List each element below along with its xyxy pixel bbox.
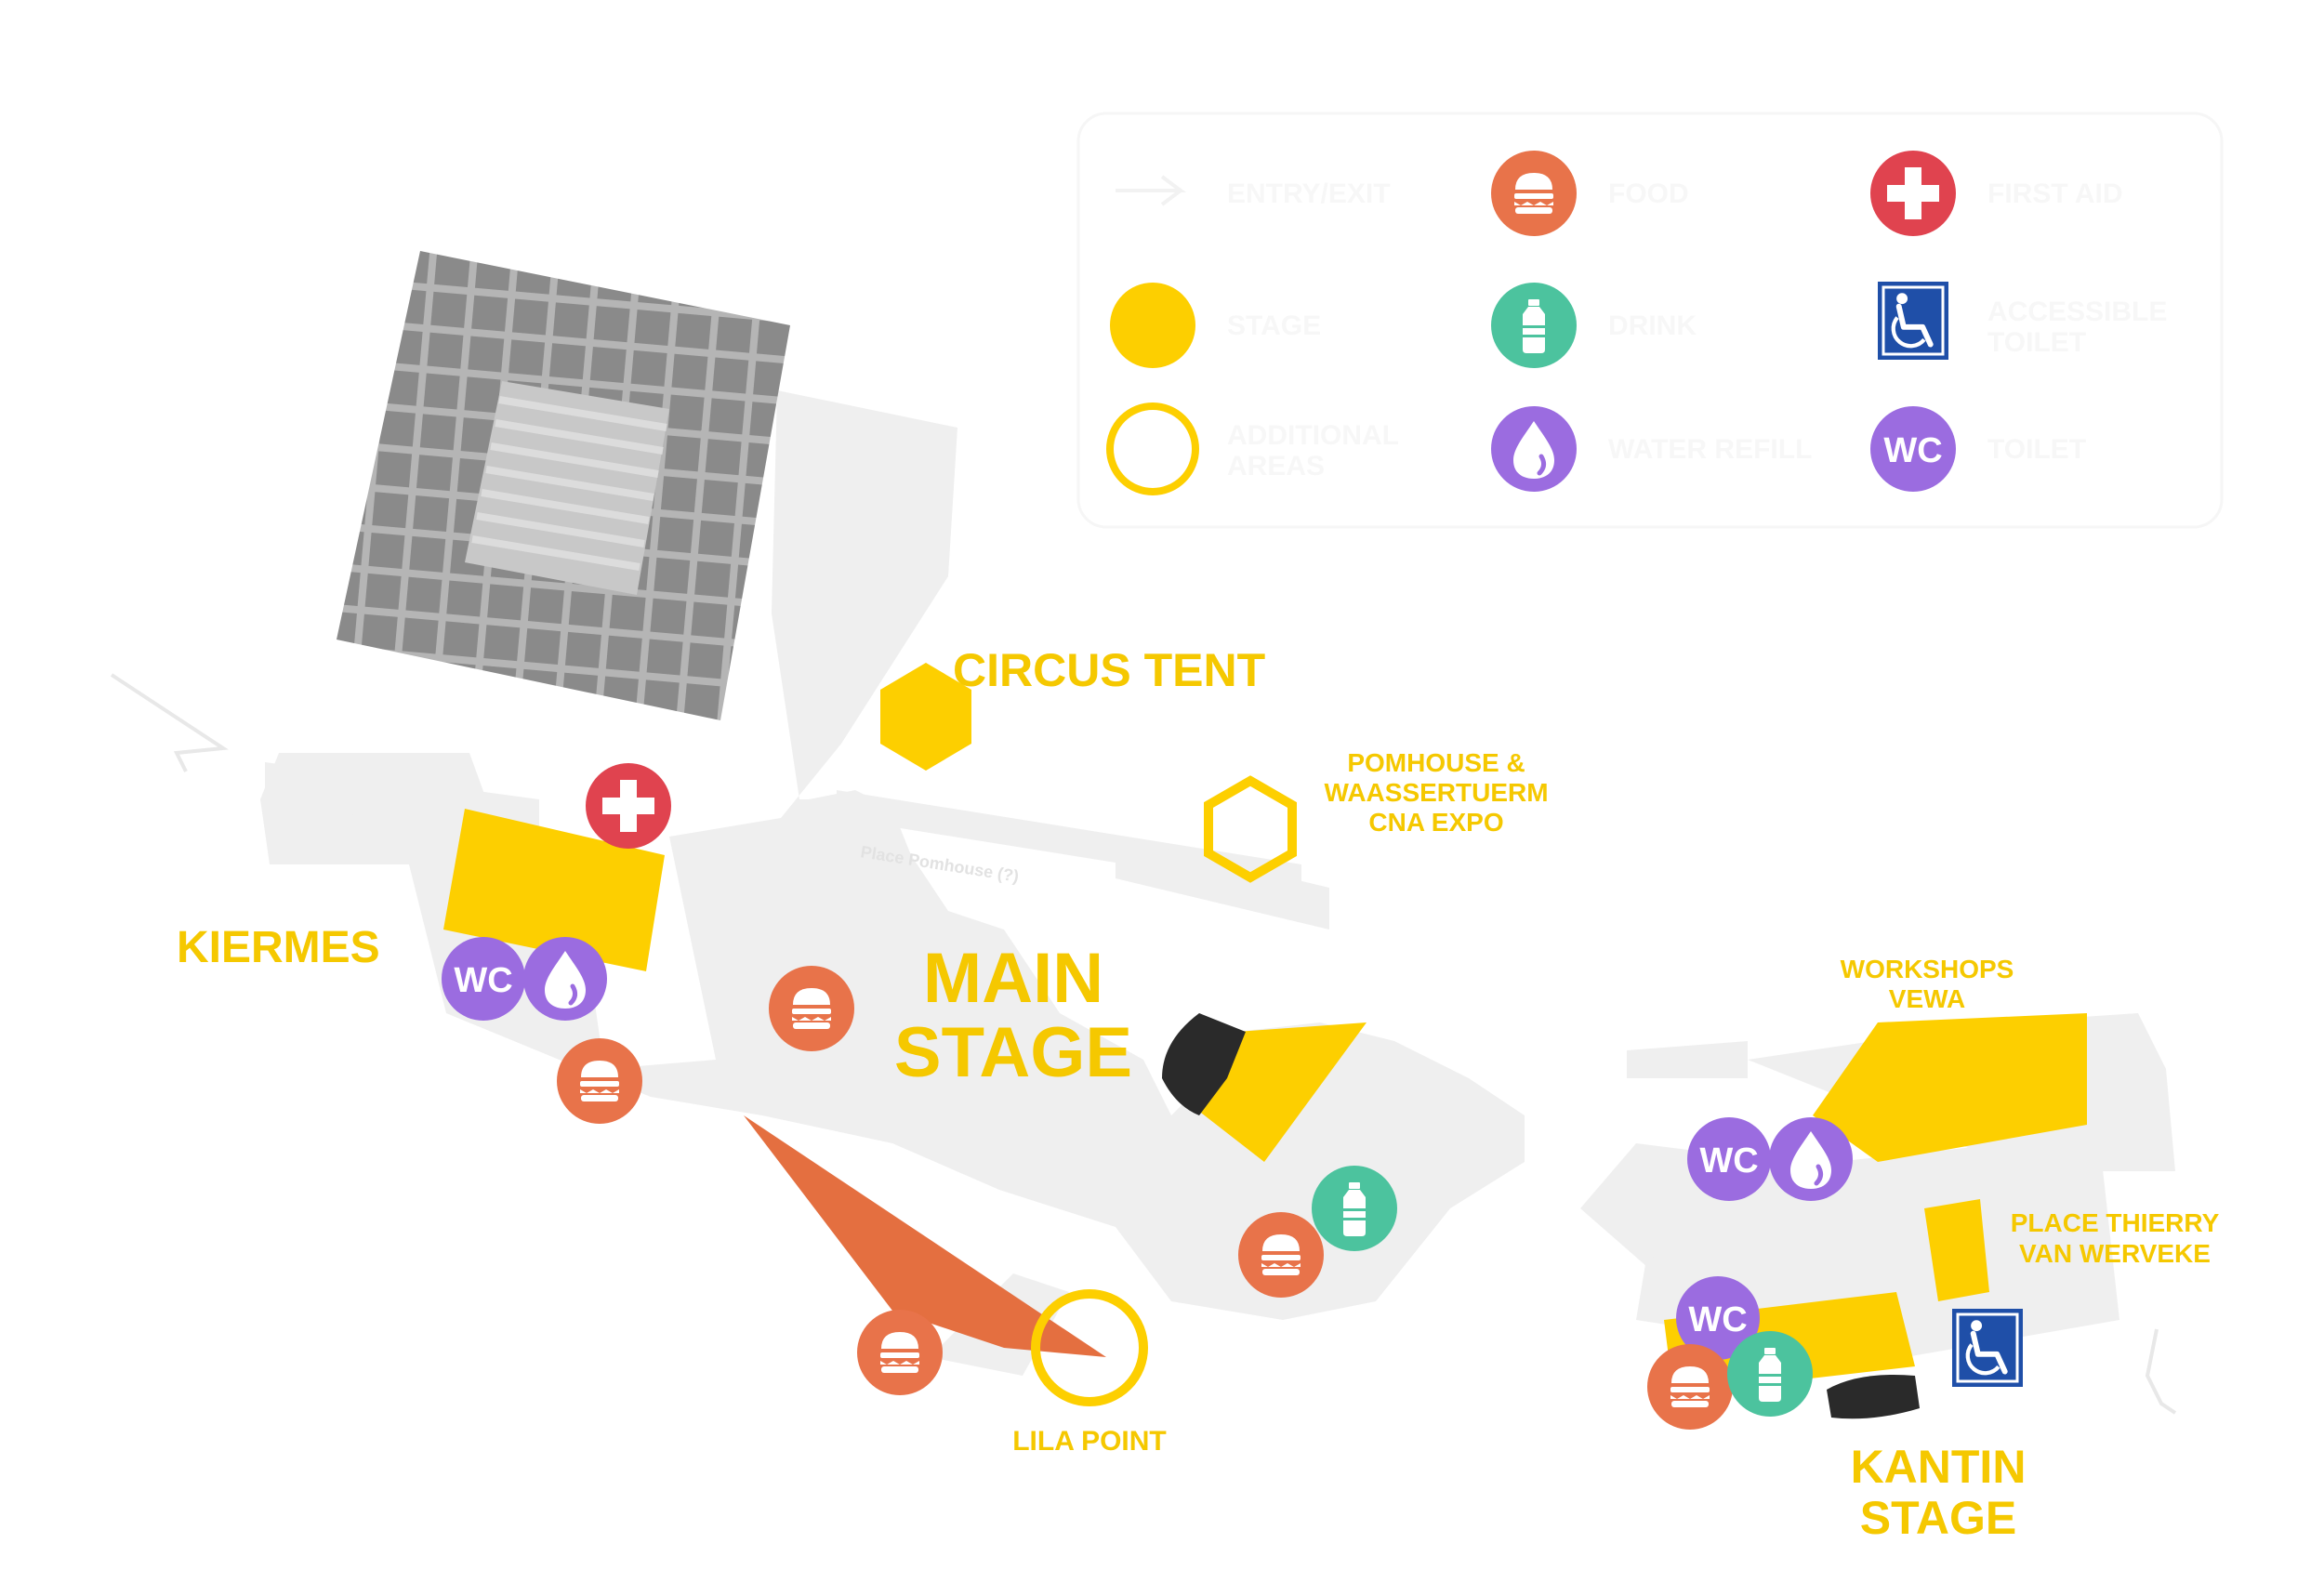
entry-arrow-east — [2145, 1328, 2177, 1415]
pomhouse-marker — [1204, 775, 1297, 883]
building-roof-stripes — [471, 396, 667, 571]
kantin-stage-structure — [1827, 1375, 1920, 1419]
legend-entry-icon — [1116, 175, 1186, 206]
food-central — [1238, 1212, 1324, 1298]
place-thierry-area — [1924, 1199, 1989, 1301]
kantin-label-line1: KANTIN — [1851, 1441, 2027, 1493]
legend-toilet-icon-text: WC — [1883, 431, 1942, 470]
legend: ENTRY/EXIT FOOD FIRST AID STAGE DRINK AC… — [1076, 112, 2224, 529]
food-lila — [857, 1310, 943, 1395]
toilet-kiermes-text: WC — [454, 961, 512, 1000]
legend-food-label: FOOD — [1608, 178, 1689, 209]
workshops-label-line2: VEWA — [1889, 984, 1965, 1013]
legend-first-aid-label: FIRST AID — [1987, 178, 2123, 209]
legend-water-refill-label: WATER REFILL — [1608, 434, 1812, 465]
legend-accessible-label-line1: ACCESSIBLE — [1987, 297, 2167, 327]
toilet-workshops-text: WC — [1699, 1141, 1758, 1181]
legend-drink-label: DRINK — [1608, 310, 1697, 341]
legend-water-refill-icon — [1491, 406, 1577, 492]
legend-additional-label-line1: ADDITIONAL — [1227, 420, 1399, 451]
food-kiermes — [557, 1038, 642, 1124]
legend-stage-label: STAGE — [1227, 310, 1321, 341]
accessible-toilet-kantin — [1952, 1309, 2023, 1387]
drink-central — [1312, 1166, 1397, 1251]
legend-additional-areas-icon — [1106, 402, 1199, 495]
circus-tent-label: CIRCUS TENT — [953, 644, 1265, 696]
place-label-line1: PLACE THIERRY — [2011, 1208, 2220, 1237]
entry-arrow-west — [110, 673, 229, 772]
water-refill-kiermes — [523, 937, 607, 1021]
toilet-kantin-text: WC — [1688, 1300, 1747, 1339]
toilet-workshops: WC — [1687, 1117, 1771, 1201]
legend-stage-icon — [1110, 283, 1195, 368]
legend-additional-label-line2: AREAS — [1227, 451, 1325, 481]
pomhouse-label-line3: CNA EXPO — [1368, 808, 1503, 837]
legend-toilet-label: TOILET — [1987, 434, 2086, 465]
lila-point-marker — [1031, 1289, 1148, 1406]
kiermes-label: KIERMES — [177, 923, 380, 972]
toilet-kiermes: WC — [442, 937, 525, 1021]
first-aid-kiermes — [586, 763, 671, 849]
workshops-area — [1813, 1013, 2087, 1162]
legend-entry-label: ENTRY/EXIT — [1227, 178, 1391, 209]
food-main-path — [769, 966, 854, 1051]
food-kantin — [1647, 1344, 1733, 1430]
circus-tent-marker — [880, 663, 971, 771]
lila-point-label: LILA POINT — [1012, 1426, 1167, 1457]
kantin-label-line2: STAGE — [1860, 1492, 2017, 1544]
toilet-kantin: WC — [1676, 1276, 1760, 1360]
legend-first-aid-icon — [1870, 151, 1956, 236]
drink-kantin — [1727, 1331, 1813, 1417]
legend-food-icon — [1491, 151, 1577, 236]
workshops-label-line1: WORKSHOPS — [1841, 955, 2014, 983]
kiermes-area — [443, 809, 665, 971]
legend-drink-icon — [1491, 283, 1577, 368]
place-label-line2: VAN WERVEKE — [2019, 1239, 2211, 1268]
main-stage-label-line1: MAIN — [923, 939, 1103, 1018]
pomhouse-label-line2: WAASSERTUERM — [1324, 778, 1548, 807]
main-stage-structure — [1162, 1013, 1246, 1115]
main-stage-label-line2: STAGE — [894, 1013, 1132, 1092]
pomhouse-label-line1: POMHOUSE & — [1347, 748, 1525, 777]
legend-toilet-icon: WC — [1870, 406, 1956, 492]
water-refill-workshops — [1769, 1117, 1853, 1201]
legend-accessible-icon — [1878, 282, 1948, 360]
lila-area — [744, 1115, 1106, 1357]
legend-accessible-label-line2: TOILET — [1987, 327, 2086, 358]
